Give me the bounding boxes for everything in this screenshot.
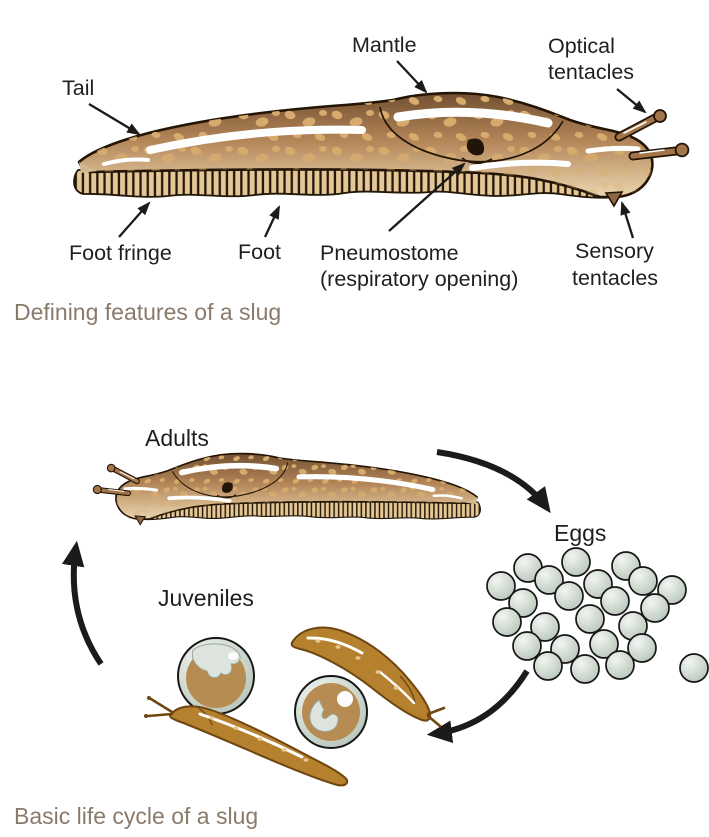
tail-arrow [88,103,141,136]
egg [530,612,560,642]
egg [657,575,687,605]
egg [486,571,516,601]
mantle-arrow [396,60,428,94]
hatching-egg [294,675,368,749]
sensory-tentacles-arrow [620,201,635,239]
egg [627,633,657,663]
label-juveniles: Juveniles [158,585,254,611]
egg [512,631,542,661]
juvenile-slug [144,696,349,787]
label-foot: Foot [238,240,281,264]
egg [492,607,522,637]
pneumostome-arrow [388,162,466,232]
label-tail: Tail [62,76,94,100]
foot-fringe-arrow [118,201,151,238]
egg [570,654,600,684]
juvenile-slug [290,626,446,728]
label-pneumostome-line2: (respiratory opening) [320,267,518,291]
label-optical-tentacles-line2: tentacles [548,60,634,84]
egg [679,653,709,683]
features-figure: Tail Mantle Optical tentacles Foot fring… [14,33,688,325]
egg [575,604,605,634]
egg [534,565,564,595]
egg [589,629,619,659]
egg [561,547,591,577]
egg [533,651,563,681]
egg-cluster [486,547,709,684]
lifecycle-caption: Basic life cycle of a slug [14,803,258,829]
arrow-adults-to-eggs [436,449,551,514]
label-sensory-tentacles-line2: tentacles [572,266,658,290]
egg [554,581,584,611]
arrow-eggs-to-juveniles [426,669,530,744]
lifecycle-figure: Adults Eggs Juveniles Basic life cycle o… [14,425,709,829]
hatching-egg [177,637,255,715]
egg [640,593,670,623]
label-foot-fringe: Foot fringe [69,241,172,265]
egg [600,586,630,616]
label-optical-tentacles-line1: Optical [548,34,615,58]
foot-arrow [263,205,281,238]
optical-tentacles-arrow [616,88,647,114]
features-caption: Defining features of a slug [14,299,281,325]
arrow-juveniles-to-adults [61,540,104,666]
egg [628,566,658,596]
juveniles-illustration [144,626,446,787]
label-sensory-tentacles-line1: Sensory [575,239,654,263]
label-adults: Adults [145,425,209,451]
egg [508,588,538,618]
label-eggs: Eggs [554,520,606,546]
label-mantle: Mantle [352,33,417,57]
label-pneumostome-line1: Pneumostome [320,241,459,265]
egg [605,650,635,680]
adult-slug-illustration [74,93,688,206]
lifecycle-adult-slug [93,454,480,525]
